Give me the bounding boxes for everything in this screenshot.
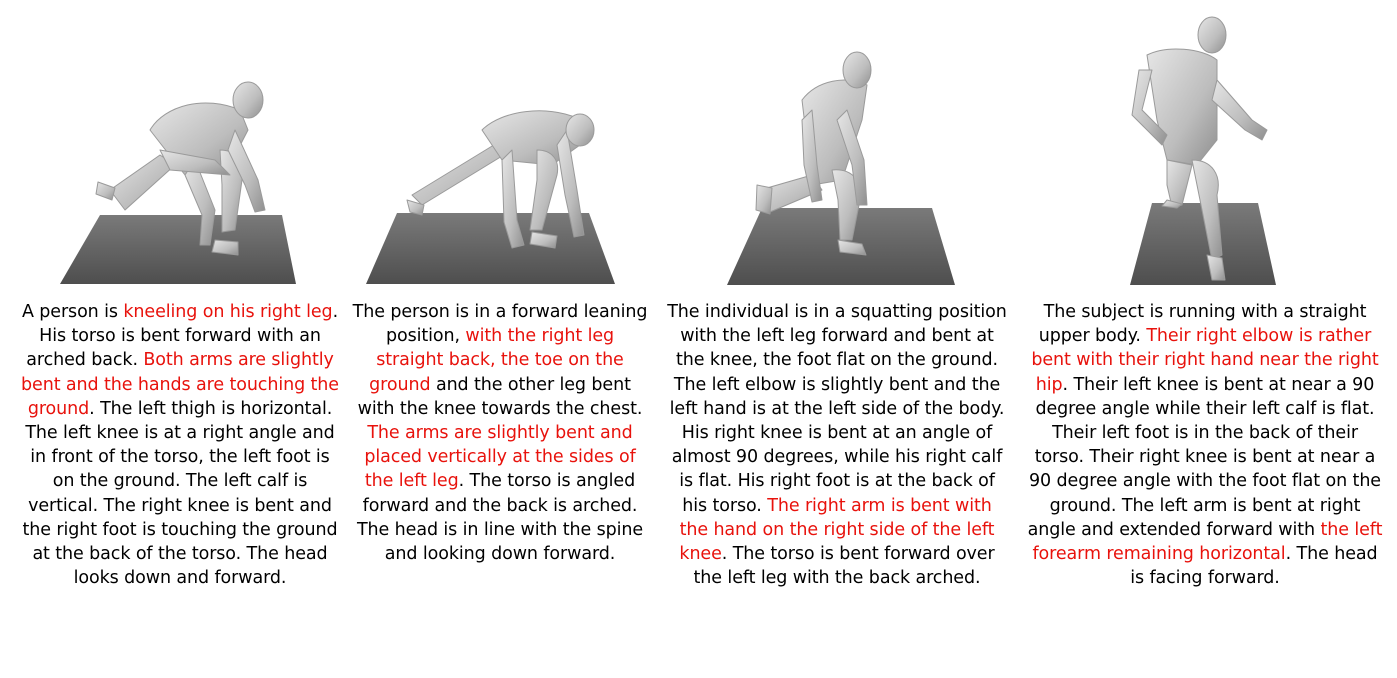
panel-running: The subject is running with a straight u… [1017, 0, 1397, 678]
caption-text: The subject is running with a straight u… [1038, 302, 1367, 347]
pose-figure-forward-leaning [352, 0, 652, 300]
caption-highlight: Both arms are slightly bent and the hand… [21, 350, 339, 419]
human-mesh [95, 81, 266, 256]
caption-text: The individual is in a squatting positio… [667, 302, 1007, 516]
caption-text: . The torso is bent forward over the lef… [693, 544, 995, 589]
pose-figure-kneeling [0, 0, 352, 300]
caption-highlight: the left forearm remaining horizontal [1032, 519, 1383, 565]
caption-squatting: The individual is in a squatting positio… [666, 300, 1008, 590]
caption-text: . The head is facing forward. [1130, 544, 1378, 589]
caption-text: . Their left knee is bent at near a 90 d… [1027, 374, 1381, 540]
caption-highlight: The arms are slightly bent and placed ve… [364, 423, 636, 492]
caption-highlight: kneeling on his right leg [123, 302, 333, 322]
caption-text: . His torso is bent forward with an arch… [26, 302, 339, 371]
caption-kneeling: A person is kneeling on his right leg. H… [19, 300, 341, 590]
caption-highlight: with the right leg straight back, the to… [369, 326, 624, 395]
caption-highlight: Their right elbow is rather bent with th… [1031, 326, 1379, 395]
caption-text: and the other leg bent with the knee tow… [357, 374, 643, 419]
human-mesh [1131, 16, 1268, 281]
ground-mat [60, 215, 296, 284]
panel-forward-leaning: The person is in a forward leaning posit… [352, 0, 652, 678]
pose-figure-squatting [652, 0, 1017, 300]
panel-squatting: The individual is in a squatting positio… [652, 0, 1017, 678]
human-mesh [406, 110, 595, 249]
panel-kneeling: A person is kneeling on his right leg. H… [0, 0, 352, 678]
caption-highlight: The right arm is bent with the hand on t… [679, 495, 995, 565]
caption-text: The person is in a forward leaning posit… [352, 302, 648, 347]
caption-text: . The left thigh is horizontal. The left… [22, 398, 338, 589]
ground-mat [1130, 203, 1276, 285]
pose-figure-running [1017, 0, 1397, 300]
ground-mat [366, 213, 615, 284]
human-mesh [755, 51, 872, 256]
caption-text: . The torso is angled forward and the ba… [356, 471, 644, 565]
caption-running: The subject is running with a straight u… [1027, 300, 1383, 590]
caption-text: A person is [21, 302, 124, 322]
caption-forward-leaning: The person is in a forward leaning posit… [352, 300, 648, 566]
